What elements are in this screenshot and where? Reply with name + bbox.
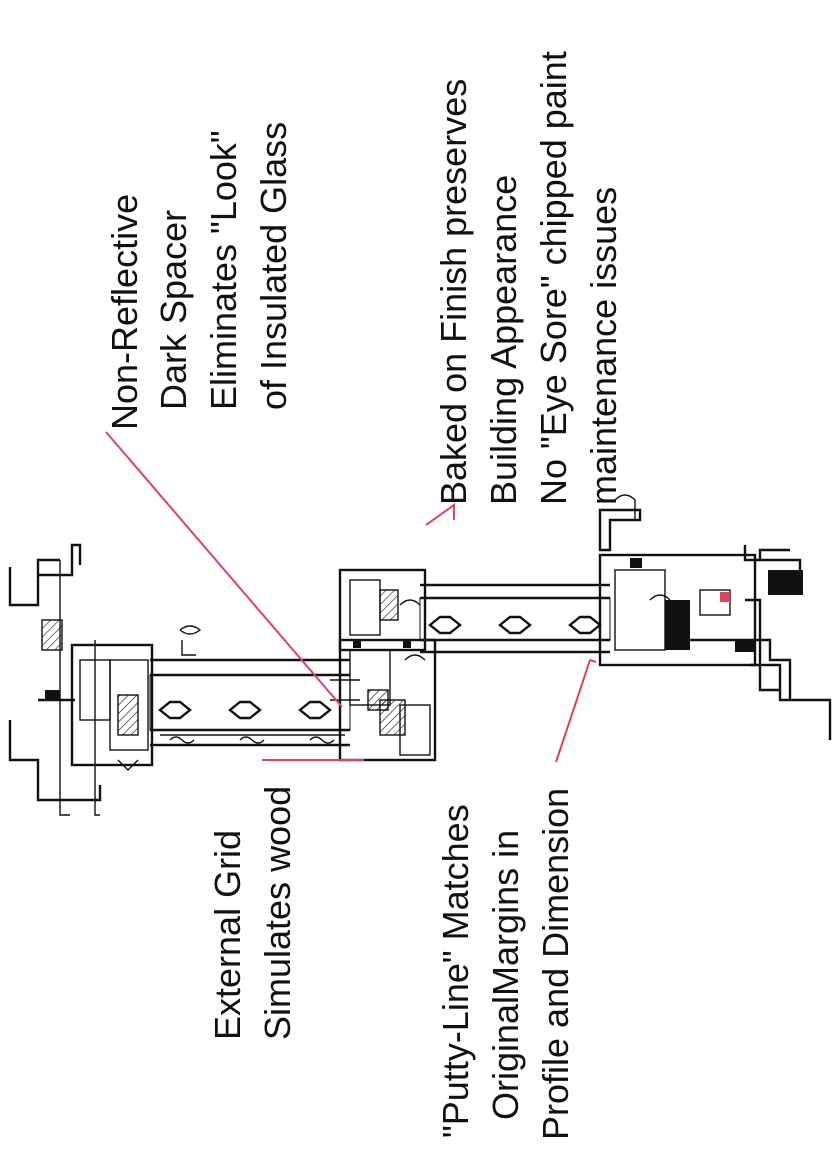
callout-grid: External Grid Simulates wood — [207, 786, 298, 1040]
leader-lines — [105, 431, 597, 763]
callout-putty: "Putty-Line" Matches OriginalMargins in … — [435, 788, 576, 1140]
leader-putty — [555, 658, 597, 763]
sill-frame — [598, 494, 757, 667]
lower-insulated-glass — [419, 583, 611, 654]
window-section-drawing — [8, 494, 832, 816]
upper-sash-frame — [70, 625, 202, 771]
lower-sash-frame — [338, 568, 427, 652]
callout-grid-line-2: Simulates wood — [257, 786, 298, 1040]
meeting-rail — [330, 638, 437, 762]
leader-spacer — [105, 431, 343, 708]
upper-grid-profiles — [158, 700, 345, 744]
callout-spacer-line-4: of Insulated Glass — [253, 122, 294, 410]
callout-putty-line-2: OriginalMargins in — [485, 830, 526, 1120]
callout-finish: Baked on Finish preserves Building Appea… — [433, 51, 624, 505]
callout-finish-line-2: Building Appearance — [483, 175, 524, 505]
callout-grid-line-1: External Grid — [207, 830, 248, 1040]
callout-spacer-line-1: Non-Reflective — [104, 194, 145, 430]
callout-spacer-line-3: Eliminates "Look" — [203, 130, 244, 410]
leader-finish — [425, 503, 455, 526]
head-frame — [8, 543, 102, 816]
callout-finish-line-1: Baked on Finish preserves — [433, 79, 474, 505]
callout-putty-line-1: "Putty-Line" Matches — [435, 804, 476, 1138]
callout-spacer-line-2: Dark Spacer — [153, 210, 194, 410]
callout-putty-line-3: Profile and Dimension — [535, 788, 576, 1140]
upper-insulated-glass — [149, 658, 351, 747]
callout-finish-line-4: maintenance issues — [583, 187, 624, 505]
sill-flange — [690, 545, 832, 740]
callout-spacer: Non-Reflective Dark Spacer Eliminates "L… — [104, 122, 294, 430]
callout-finish-line-3: No "Eye Sore" chipped paint — [533, 51, 574, 505]
